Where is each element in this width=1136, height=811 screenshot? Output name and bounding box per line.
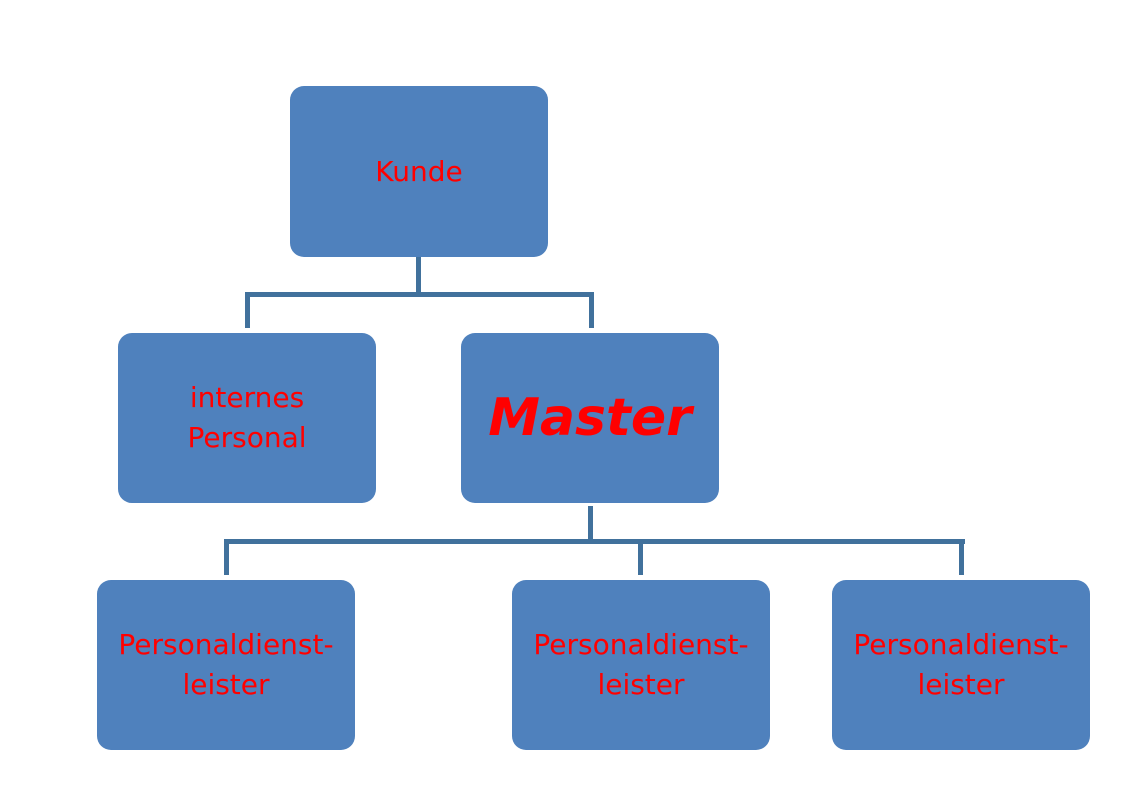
label-line-2: leister [182,668,270,701]
node-personaldienstleister-1: Personaldienst- leister [97,580,355,750]
connector-to-personaldienstleister-1 [224,539,229,575]
label-line-2: leister [917,668,1005,701]
node-personaldienstleister-3-label: Personaldienst- leister [853,625,1068,705]
connector-to-personaldienstleister-3 [959,539,964,575]
node-internes-personal: internes Personal [118,333,376,503]
node-master-label: Master [488,388,692,448]
node-kunde: Kunde [290,86,548,257]
label-line-1: Personaldienst- [853,628,1069,661]
node-personaldienstleister-1-label: Personaldienst- leister [118,625,333,705]
node-internes-personal-label: internes Personal [187,378,306,458]
connector-kunde-down [416,257,421,295]
label-line-1: internes [189,381,305,414]
node-master: Master [461,333,719,503]
connector-master-down [588,506,593,542]
connector-level1-horizontal [245,292,594,297]
node-personaldienstleister-2: Personaldienst- leister [512,580,770,750]
connector-to-personaldienstleister-2 [638,539,643,575]
node-personaldienstleister-3: Personaldienst- leister [832,580,1090,750]
label-line-1: Personaldienst- [118,628,334,661]
connector-level2-horizontal [224,539,965,544]
label-line-2: leister [597,668,685,701]
connector-to-internes-personal [245,292,250,328]
connector-to-master [589,292,594,328]
node-personaldienstleister-2-label: Personaldienst- leister [533,625,748,705]
node-kunde-label: Kunde [375,154,463,188]
label-line-1: Personaldienst- [533,628,749,661]
label-line-2: Personal [187,421,307,454]
